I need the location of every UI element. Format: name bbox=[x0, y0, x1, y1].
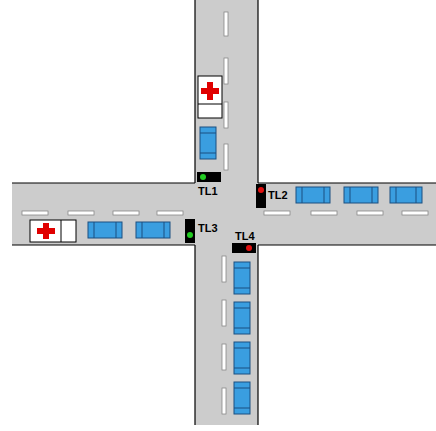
traffic-light bbox=[232, 243, 256, 253]
car bbox=[200, 127, 216, 159]
ambulance-body bbox=[30, 220, 76, 242]
traffic-light-housing bbox=[256, 184, 266, 208]
ambulance-divider bbox=[198, 104, 222, 105]
lane-dash bbox=[224, 12, 228, 36]
cars bbox=[88, 127, 422, 414]
car bbox=[234, 382, 250, 414]
traffic-light-label: TL4 bbox=[235, 230, 255, 242]
car bbox=[296, 187, 330, 203]
lane-dash bbox=[264, 211, 290, 215]
ambulance-divider bbox=[61, 220, 62, 242]
car bbox=[234, 262, 250, 294]
car-window bbox=[234, 348, 250, 349]
traffic-light-label: TL3 bbox=[198, 222, 218, 234]
car-window bbox=[302, 187, 303, 203]
lane-dash bbox=[113, 211, 139, 215]
car bbox=[88, 222, 122, 238]
road-edge bbox=[258, 182, 436, 183]
green-lamp bbox=[200, 174, 206, 180]
traffic-light bbox=[256, 184, 266, 208]
traffic-light bbox=[197, 172, 221, 182]
lane-dash bbox=[22, 211, 48, 215]
traffic-light-label: TL2 bbox=[268, 189, 288, 201]
car-window bbox=[200, 133, 216, 134]
road-edge bbox=[194, 245, 195, 425]
car-window bbox=[234, 308, 250, 309]
traffic-light-housing bbox=[232, 243, 256, 253]
traffic-light-housing bbox=[197, 172, 221, 182]
car-window bbox=[234, 388, 250, 389]
road-edge bbox=[12, 244, 195, 245]
car-window bbox=[200, 153, 216, 154]
lane-dash bbox=[311, 211, 337, 215]
lane-dash bbox=[224, 102, 228, 128]
car-window bbox=[416, 187, 417, 203]
lane-dash bbox=[222, 388, 226, 414]
traffic-light-label: TL1 bbox=[198, 185, 218, 197]
car-window bbox=[164, 222, 165, 238]
ambulance bbox=[198, 76, 222, 118]
horizontal-road bbox=[12, 183, 436, 245]
car-window bbox=[324, 187, 325, 203]
lane-dash bbox=[224, 58, 228, 84]
red-cross bbox=[37, 228, 55, 234]
car-window bbox=[234, 368, 250, 369]
car-window bbox=[234, 288, 250, 289]
car-window bbox=[234, 328, 250, 329]
road-edge bbox=[194, 0, 195, 183]
car-window bbox=[142, 222, 143, 238]
red-lamp bbox=[258, 187, 264, 193]
ambulance bbox=[30, 220, 76, 242]
red-cross bbox=[201, 88, 219, 94]
lane-dashes bbox=[22, 12, 428, 414]
car-windows bbox=[94, 133, 416, 408]
car-window bbox=[234, 408, 250, 409]
traffic-light-housing bbox=[185, 219, 195, 243]
lane-dash bbox=[224, 144, 228, 170]
lane-dash bbox=[402, 211, 428, 215]
car bbox=[344, 187, 378, 203]
car-window bbox=[116, 222, 117, 238]
car bbox=[234, 302, 250, 334]
lane-dash bbox=[157, 211, 183, 215]
road-edge bbox=[258, 244, 436, 245]
red-lamp bbox=[246, 245, 252, 251]
car-window bbox=[234, 268, 250, 269]
ambulance-body bbox=[198, 76, 222, 118]
car-window bbox=[350, 187, 351, 203]
lane-dash bbox=[222, 300, 226, 326]
green-lamp bbox=[187, 232, 193, 238]
road-edge bbox=[12, 182, 195, 183]
road-edge bbox=[257, 0, 258, 183]
car bbox=[234, 342, 250, 374]
lane-dash bbox=[222, 344, 226, 370]
road-edges bbox=[12, 0, 436, 425]
lane-dash bbox=[68, 211, 94, 215]
car-window bbox=[372, 187, 373, 203]
traffic-light bbox=[185, 219, 195, 243]
road-edge bbox=[257, 245, 258, 425]
lane-dash bbox=[222, 256, 226, 282]
lane-dash bbox=[357, 211, 383, 215]
car-window bbox=[396, 187, 397, 203]
car bbox=[390, 187, 422, 203]
car-window bbox=[94, 222, 95, 238]
car bbox=[136, 222, 170, 238]
